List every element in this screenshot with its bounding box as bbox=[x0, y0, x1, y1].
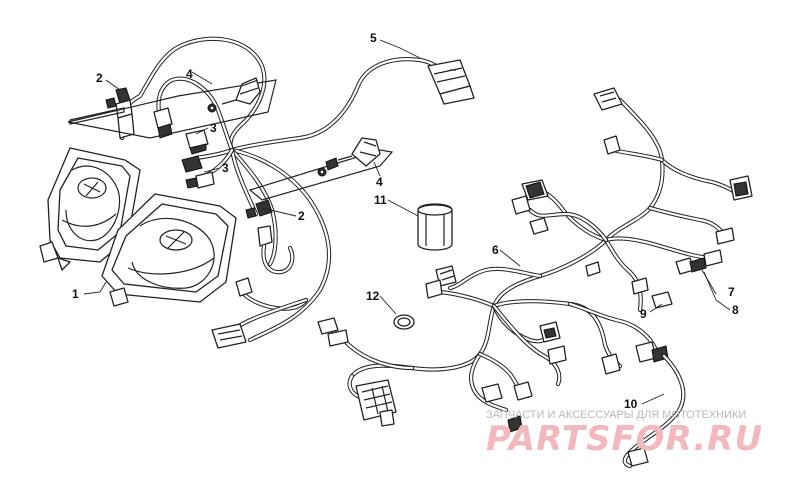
callout-12: 12 bbox=[366, 289, 380, 303]
watermark-brand: PARTSFOR.RU bbox=[486, 419, 763, 459]
sleeve-part-11 bbox=[417, 203, 453, 251]
bulb-part-2-lower bbox=[245, 199, 295, 275]
leader-lines bbox=[83, 39, 731, 405]
callout-8: 8 bbox=[732, 303, 739, 317]
adjuster-part-4-lower bbox=[248, 137, 394, 201]
callout-2-upper: 2 bbox=[96, 71, 103, 85]
callout-5: 5 bbox=[370, 31, 377, 45]
headlight-connector bbox=[211, 277, 253, 349]
callout-6: 6 bbox=[492, 243, 499, 257]
watermark-tagline: ЗАПЧАСТИ И АКСЕССУАРЫ ДЛЯ МОТОТЕХНИКИ bbox=[486, 409, 746, 421]
callout-4-upper: 4 bbox=[186, 67, 193, 81]
callout-2-lower: 2 bbox=[298, 209, 305, 223]
headlight-left bbox=[39, 147, 141, 271]
connector-part-5 bbox=[427, 59, 475, 105]
callout-4-lower: 4 bbox=[376, 175, 383, 189]
main-harness-part-6 bbox=[323, 97, 743, 413]
main-harness-connectors bbox=[317, 87, 753, 433]
cable-part-10 bbox=[622, 353, 686, 469]
callout-7: 7 bbox=[728, 285, 735, 299]
callout-1: 1 bbox=[72, 287, 79, 301]
callout-3-upper: 3 bbox=[210, 121, 217, 135]
watermark: ЗАПЧАСТИ И АКСЕССУАРЫ ДЛЯ МОТОТЕХНИКИ PA… bbox=[486, 409, 763, 459]
socket-part-3-lower bbox=[181, 155, 215, 189]
callout-3-lower: 3 bbox=[222, 161, 229, 175]
callout-9: 9 bbox=[640, 307, 647, 321]
clamp-part-12 bbox=[393, 314, 415, 330]
callout-labels: 1 2 2 3 3 4 4 5 6 7 8 9 10 11 12 bbox=[72, 31, 739, 411]
headlight-right bbox=[101, 193, 237, 307]
callout-11: 11 bbox=[374, 193, 387, 207]
adjuster-part-4-upper bbox=[67, 77, 277, 139]
socket-part-3-upper bbox=[185, 129, 209, 155]
callout-10: 10 bbox=[624, 397, 638, 411]
